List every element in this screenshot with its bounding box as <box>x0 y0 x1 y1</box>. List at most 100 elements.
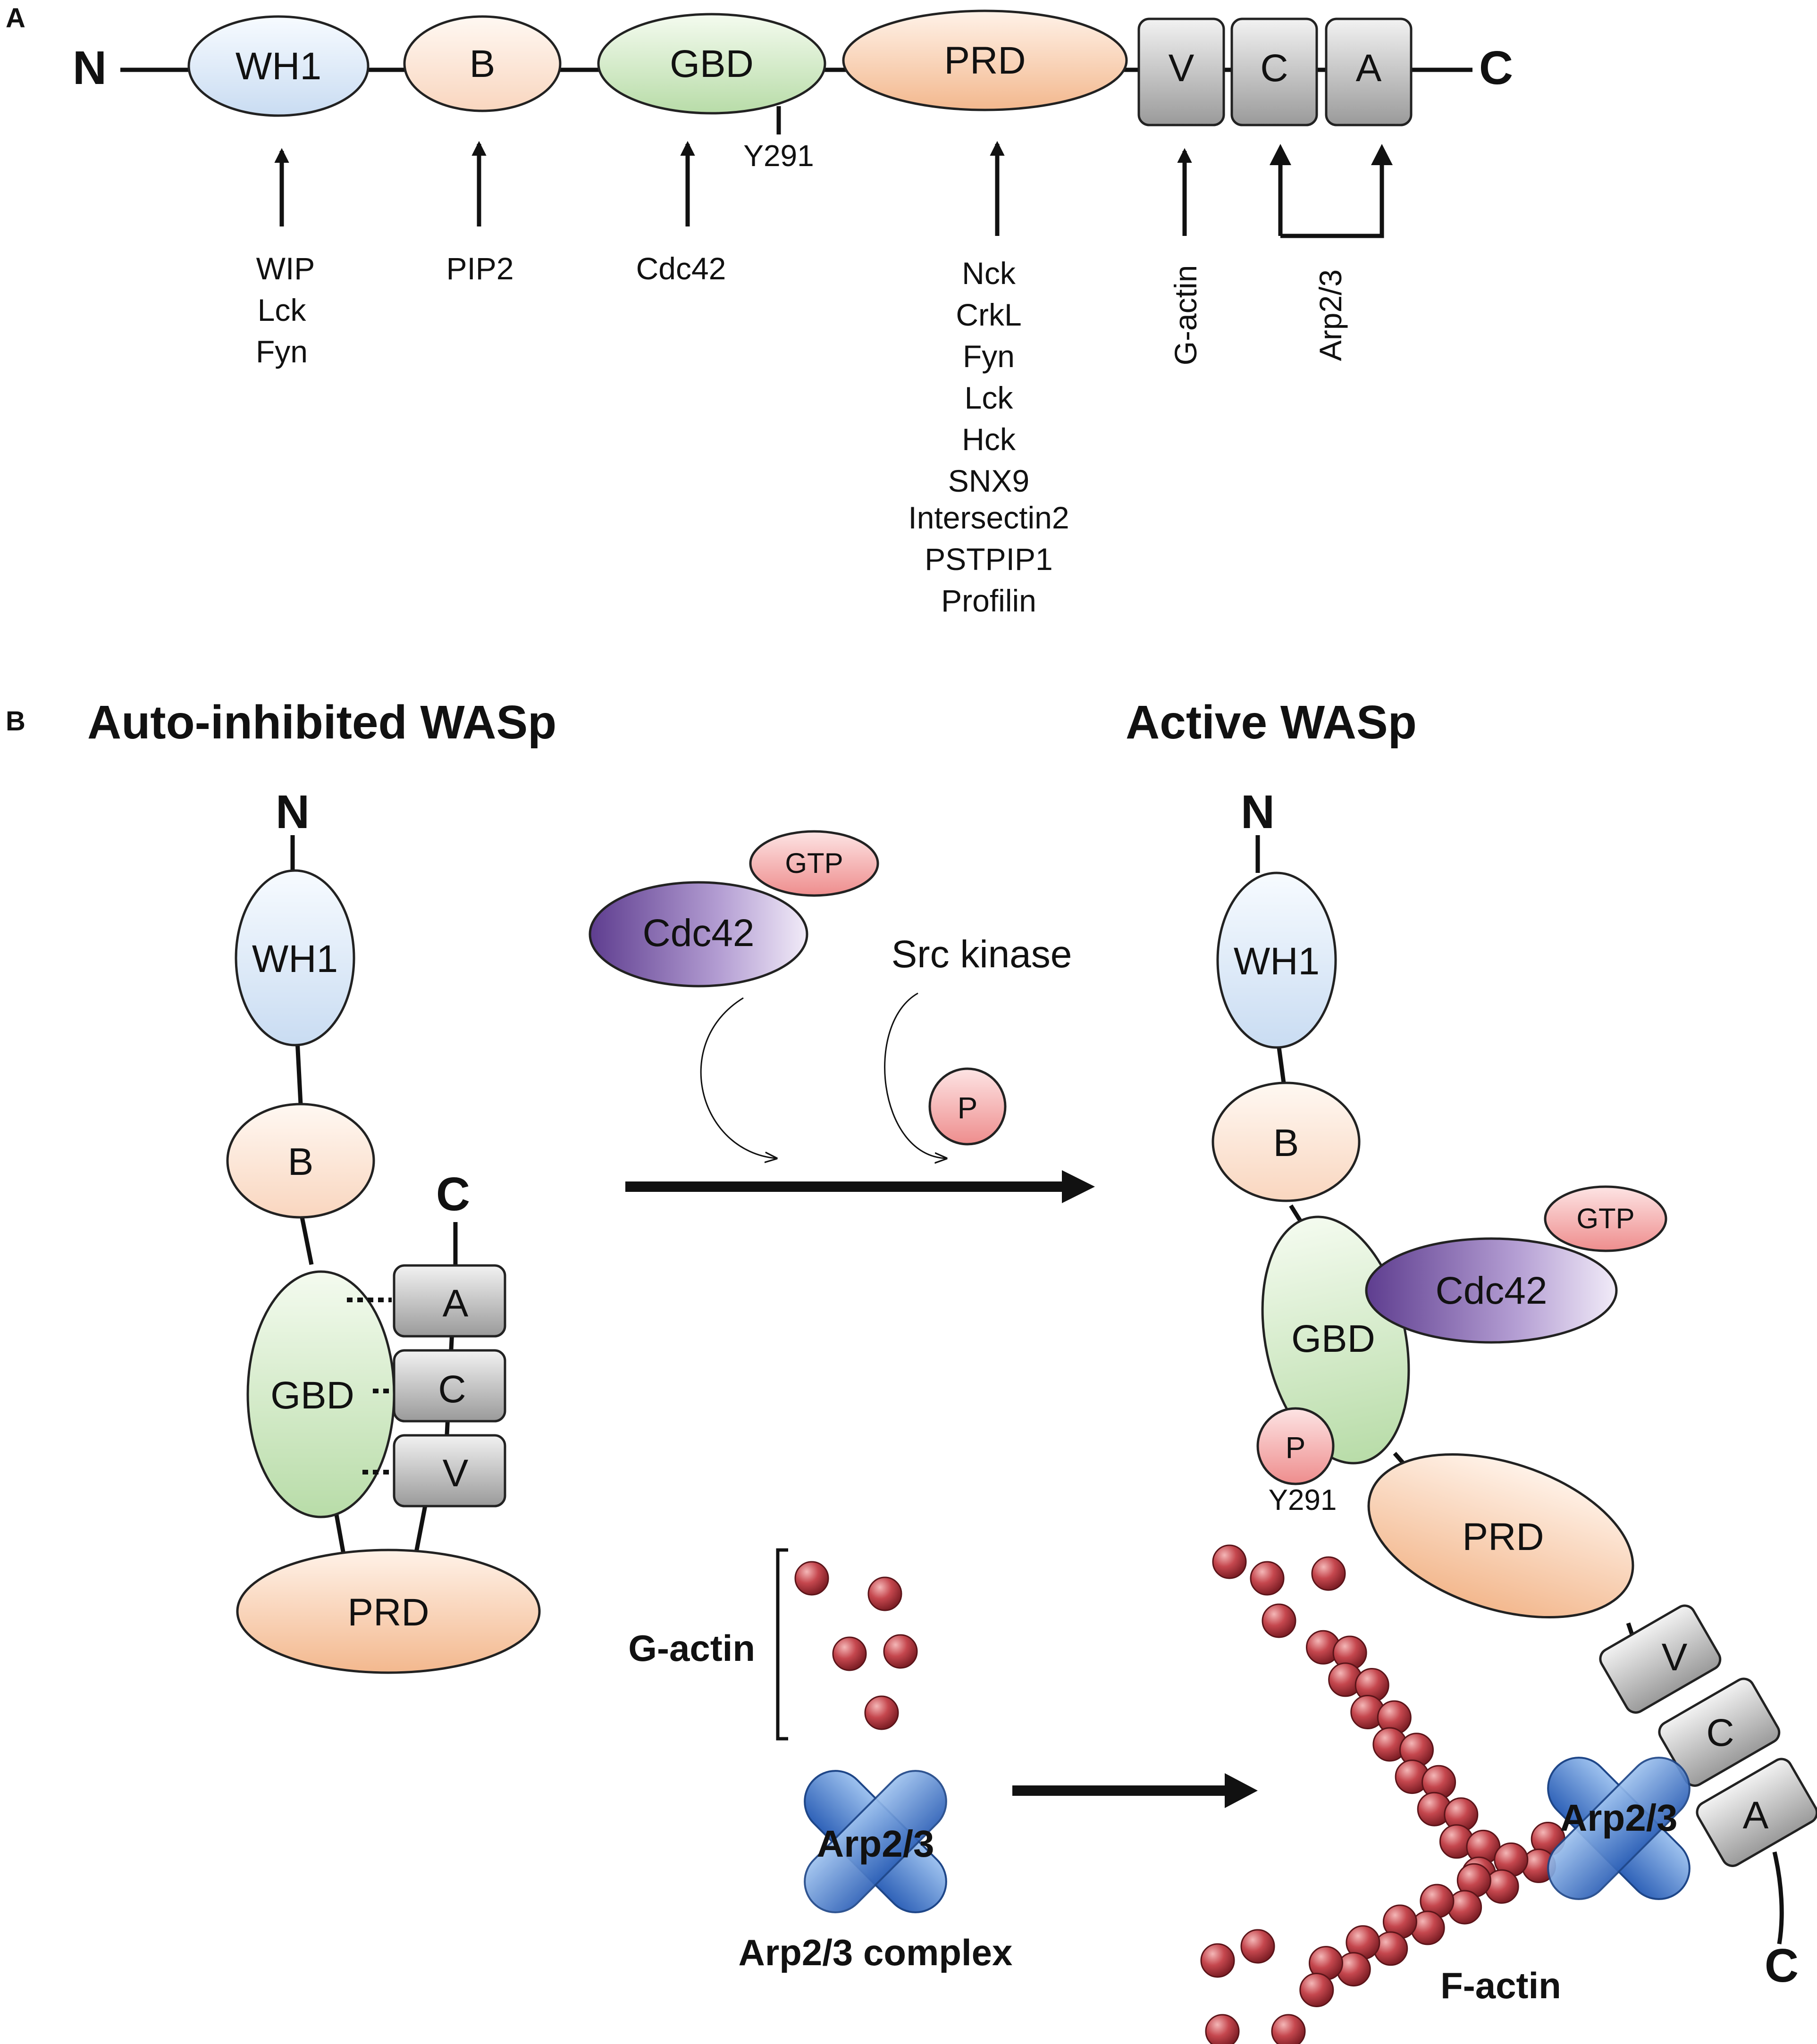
ca-binder-arp23: Arp2/3 <box>1313 269 1348 361</box>
panel-a-label: A <box>6 3 25 34</box>
auto-wh1-domain <box>235 869 355 1047</box>
active-arp23-label: Arp2/3 <box>1560 1797 1678 1839</box>
v-domain <box>1137 17 1225 126</box>
free-g-actin-monomer <box>1200 1943 1235 1978</box>
ca-arrowhead-a <box>1371 144 1393 165</box>
auto-c-terminus: C <box>436 1168 470 1221</box>
a-domain-label: A <box>1356 47 1382 90</box>
auto-a-domain <box>393 1264 506 1338</box>
active-gbd-label: GBD <box>1291 1317 1375 1360</box>
activation-arrowhead <box>1062 1170 1095 1203</box>
free-g-actin-monomer <box>1250 1561 1285 1596</box>
g-actin-monomer <box>883 1634 918 1669</box>
cdc42-protein <box>589 881 808 988</box>
f-actin-subunit <box>1299 1973 1334 2007</box>
phospho-label-mid: P <box>958 1091 978 1125</box>
gtp-active <box>1544 1185 1667 1252</box>
active-c-domain <box>1658 1677 1781 1787</box>
free-g-actin-monomer <box>1212 1544 1247 1579</box>
free-g-actin-monomer <box>1311 1556 1346 1591</box>
prd-binder-8: PSTPIP1 <box>925 542 1052 577</box>
active-n-terminus: N <box>1241 786 1275 838</box>
c-terminus-label: C <box>1479 42 1513 94</box>
b-domain-label: B <box>470 42 496 85</box>
g-actin-bracket <box>776 1548 788 1741</box>
phospho-circle-y291 <box>1256 1407 1335 1485</box>
auto-b-label: B <box>288 1140 314 1183</box>
arp23-label-mid: Arp2/3 <box>817 1823 934 1865</box>
y291-site-label: Y291 <box>743 139 814 173</box>
prd-binder-2: CrkL <box>956 297 1021 332</box>
v-binder-g-actin: G-actin <box>1168 265 1203 366</box>
auto-c-domain <box>393 1349 506 1423</box>
active-cdc42-protein <box>1365 1237 1618 1344</box>
wh1-binder-1: WIP <box>256 251 315 286</box>
g-actin-monomers <box>794 1561 918 1730</box>
gbd-binder-1: Cdc42 <box>636 251 726 286</box>
v-domain-label: V <box>1169 47 1195 90</box>
arp23-complex-shape <box>804 1770 947 1913</box>
prd-binder-4: Lck <box>965 380 1014 415</box>
prd-binder-6: SNX9 <box>948 463 1029 498</box>
free-g-actin-monomer <box>1240 1929 1275 1964</box>
prd-domain <box>842 9 1128 111</box>
phospho-circle-mid <box>928 1067 1007 1146</box>
free-g-actin-monomer <box>1262 1603 1296 1638</box>
wh1-binder-2: Lck <box>258 293 307 327</box>
phospho-label-y291: P <box>1286 1431 1306 1465</box>
active-a-label: A <box>1743 1794 1769 1837</box>
active-wh1-label: WH1 <box>1234 940 1320 983</box>
auto-prd-label: PRD <box>347 1591 429 1634</box>
active-y291-label: Y291 <box>1269 1484 1337 1516</box>
active-v-label: V <box>1662 1636 1688 1679</box>
prd-binder-1: Nck <box>962 256 1016 291</box>
ca-arrowhead-c <box>1270 144 1291 165</box>
b-domain <box>403 15 562 112</box>
prd-domain-label: PRD <box>944 39 1026 82</box>
auto-gbd-label: GBD <box>270 1374 354 1417</box>
ca-binding-bracket-arrow <box>1278 151 1384 238</box>
active-b-domain <box>1211 1081 1361 1202</box>
active-arp23-shape <box>1547 1757 1691 1900</box>
f-actin-filament <box>1299 1630 1565 2007</box>
g-actin-monomer <box>832 1636 867 1671</box>
b-binder-1: PIP2 <box>446 251 513 286</box>
gbd-domain <box>597 13 826 115</box>
gtp-top-label: GTP <box>785 847 843 879</box>
panel-b-label: B <box>6 706 25 737</box>
free-g-actin-monomer <box>1271 2014 1306 2044</box>
auto-wh1-label: WH1 <box>252 938 338 980</box>
active-v-domain <box>1599 1604 1722 1714</box>
prd-binder-9: Profilin <box>941 583 1036 618</box>
active-c-label: C <box>1706 1711 1734 1754</box>
n-terminus-label: N <box>73 42 107 94</box>
active-prd-label: PRD <box>1462 1516 1544 1558</box>
cdc42-label: Cdc42 <box>642 912 754 955</box>
f-actin-label: F-actin <box>1440 1965 1561 2006</box>
auto-c-label: C <box>438 1368 466 1411</box>
wh1-binder-3: Fyn <box>256 334 308 369</box>
auto-v-label: V <box>443 1452 469 1495</box>
g-actin-monomer <box>794 1561 829 1596</box>
active-b-label: B <box>1273 1122 1299 1164</box>
g-actin-monomer <box>867 1576 902 1611</box>
gtp-top <box>749 830 879 897</box>
polymerization-arrowhead <box>1225 1773 1258 1808</box>
src-curved-arrow <box>884 992 946 1158</box>
wh1-domain-label: WH1 <box>236 45 321 88</box>
arp23-complex-label: Arp2/3 complex <box>739 1932 1013 1973</box>
free-actin-monomers <box>1200 1544 1346 2044</box>
auto-prd-domain <box>236 1549 541 1674</box>
auto-v-domain <box>393 1434 506 1508</box>
active-wh1-domain <box>1216 871 1337 1049</box>
active-a-domain <box>1696 1758 1817 1867</box>
auto-inhibition-dotted-links <box>347 1298 392 1474</box>
c-domain-label: C <box>1260 47 1288 90</box>
prd-binder-3: Fyn <box>963 339 1015 374</box>
prd-binder-5: Hck <box>962 422 1016 457</box>
g-actin-label: G-actin <box>628 1627 755 1669</box>
gbd-domain-label: GBD <box>670 42 754 85</box>
wh1-domain <box>187 15 370 117</box>
c-domain <box>1230 17 1318 126</box>
